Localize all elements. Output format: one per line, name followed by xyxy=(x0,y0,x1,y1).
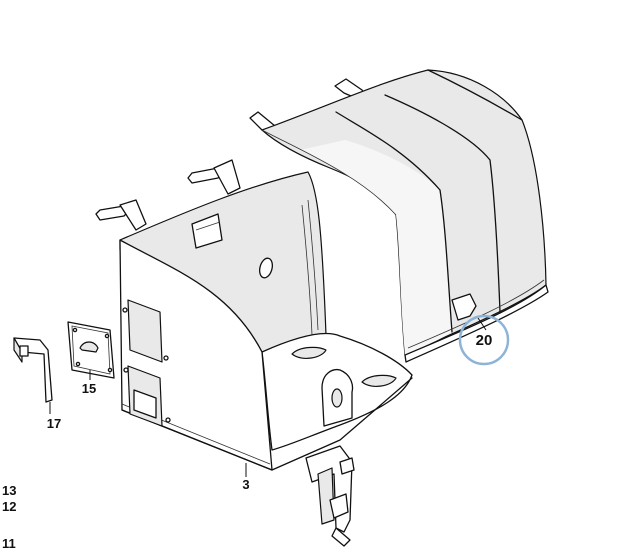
callout-20: 20 xyxy=(476,332,493,349)
part-20-cover xyxy=(249,69,549,363)
callout-12: 12 xyxy=(2,499,16,514)
callout-3: 3 xyxy=(242,477,249,492)
part-15-plate xyxy=(67,321,115,380)
part-3-bracket xyxy=(95,159,413,477)
callout-11: 11 xyxy=(2,536,16,551)
callout-13: 13 xyxy=(2,483,16,498)
callout-20-highlight-ring xyxy=(458,314,510,366)
latch-assembly xyxy=(305,445,355,547)
callout-15: 15 xyxy=(82,381,96,396)
callout-17: 17 xyxy=(47,416,61,431)
part-17-bracket xyxy=(13,337,53,414)
